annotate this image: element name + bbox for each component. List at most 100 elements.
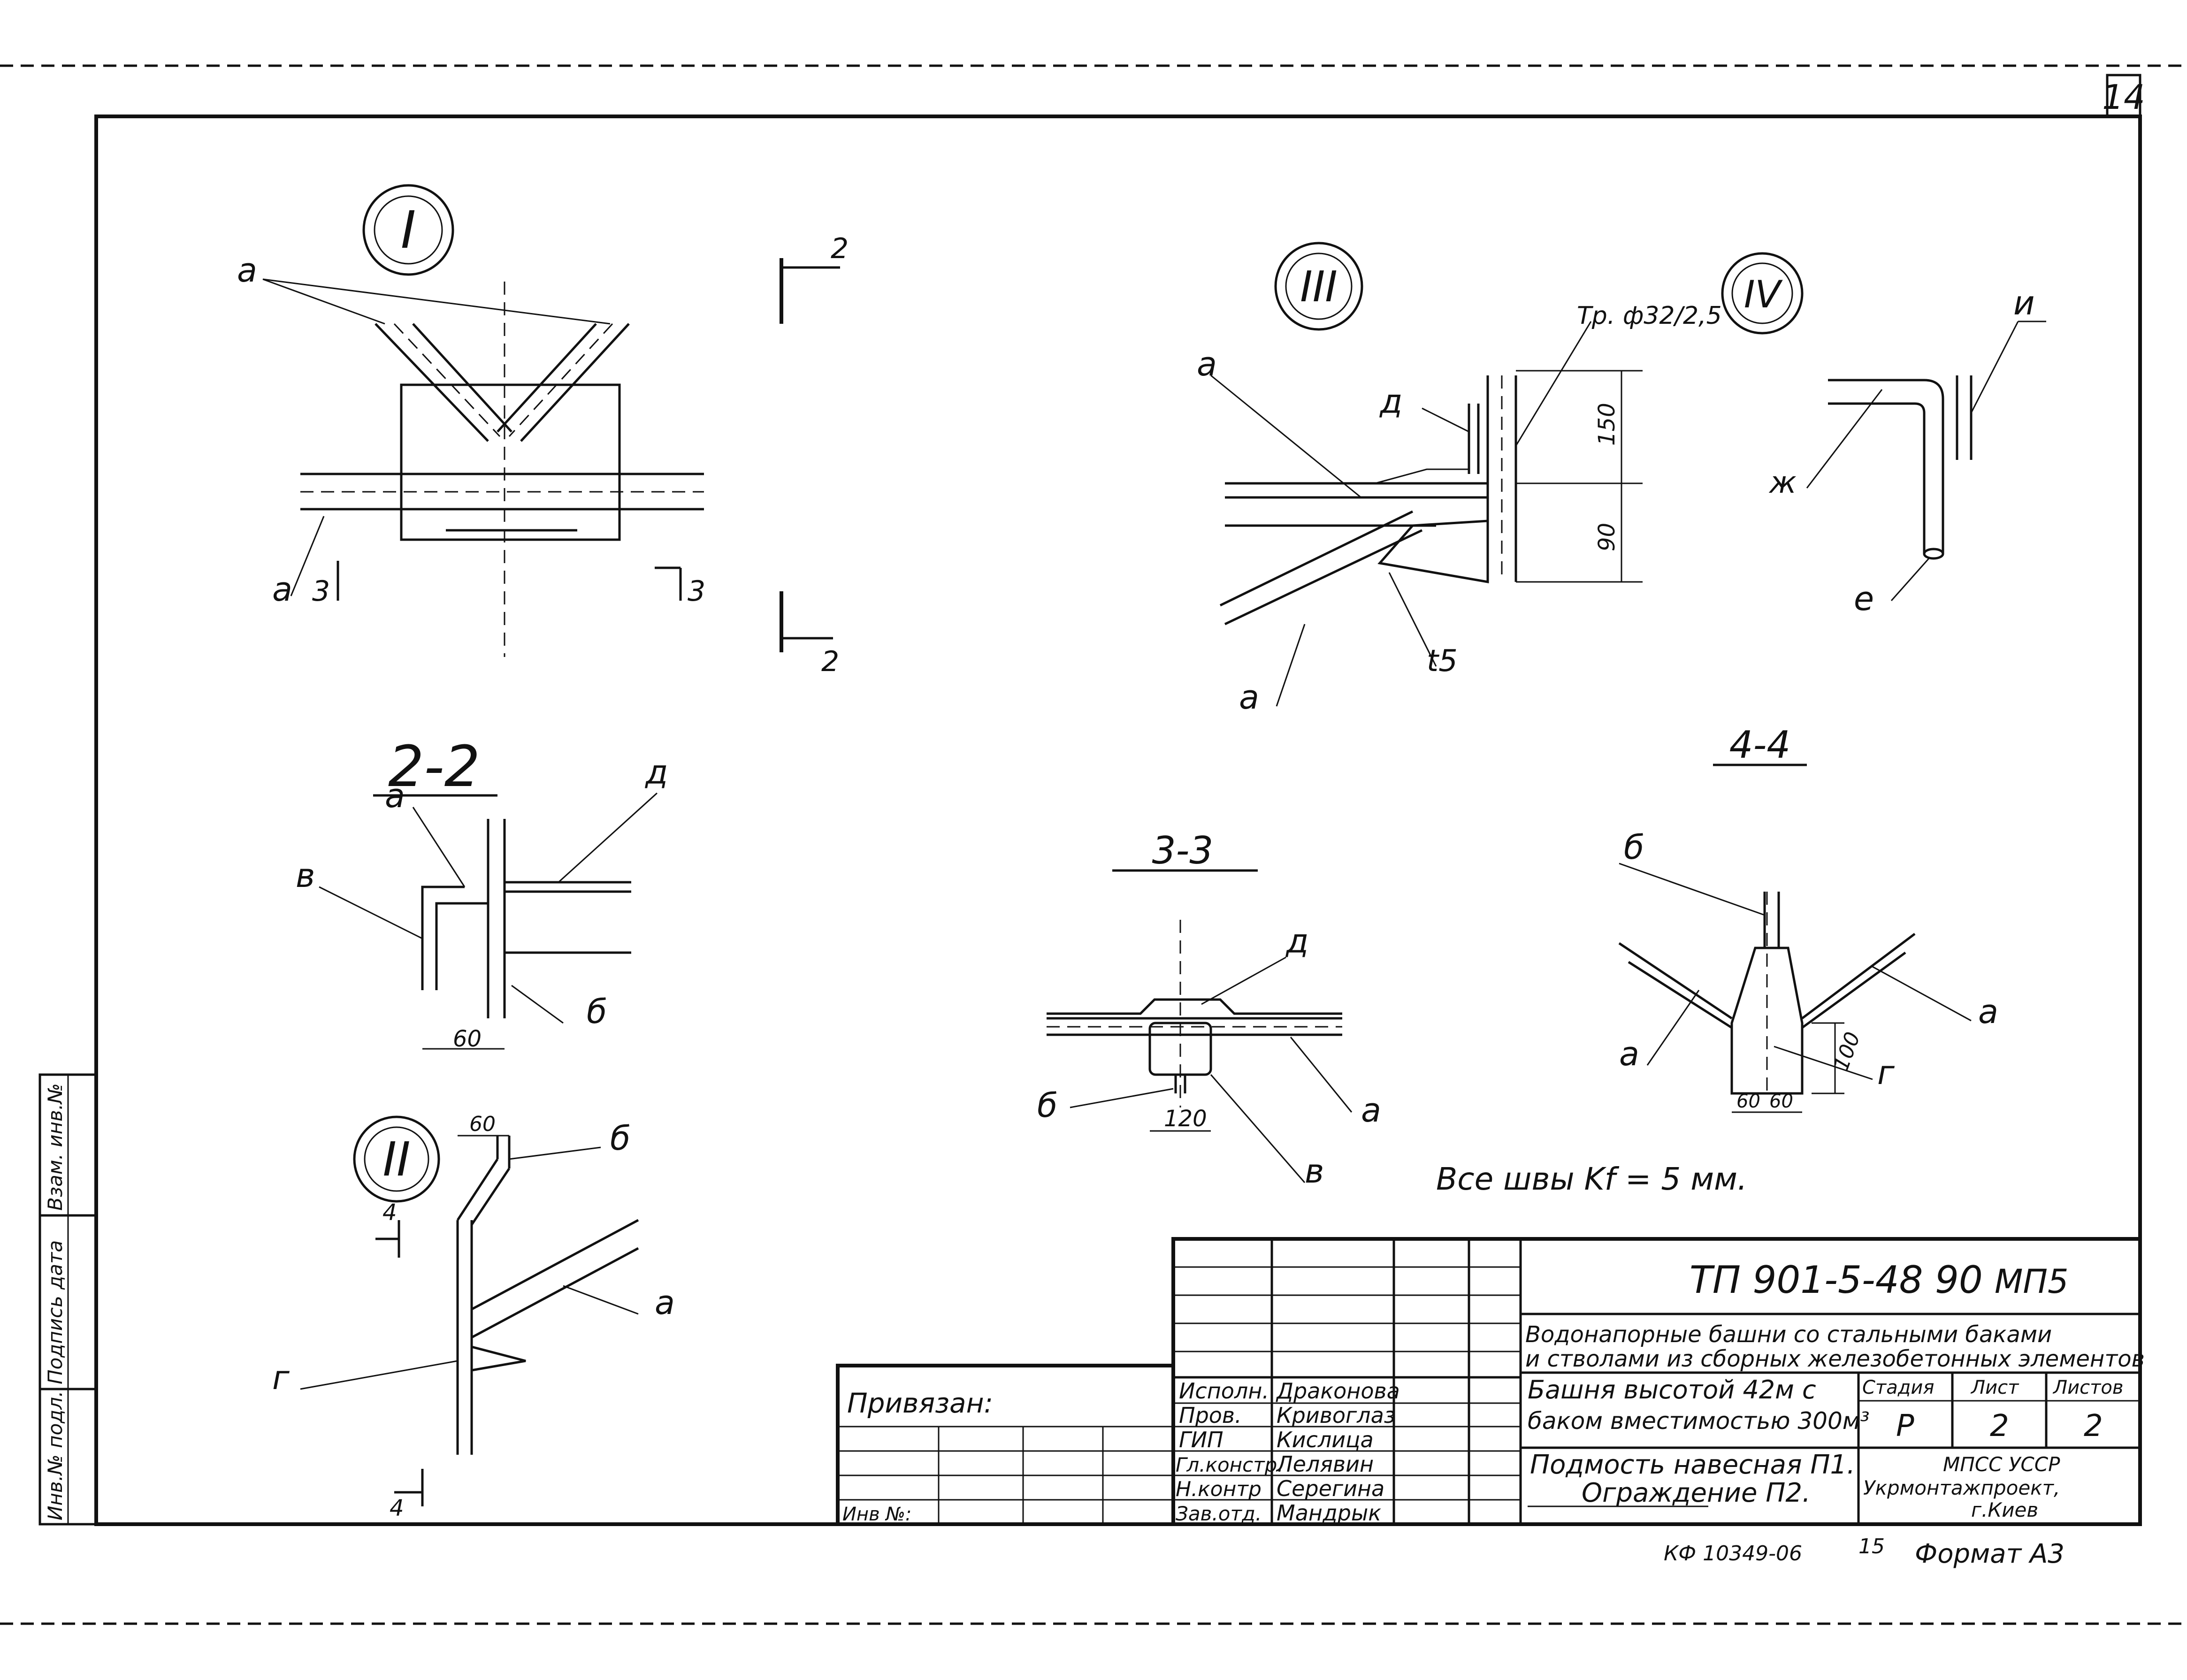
org-3: г.Киев <box>1971 1498 2038 1521</box>
bound-label: Привязан: <box>847 1387 993 1419</box>
project-name-2: и стволами из сборных железобетонных эле… <box>1525 1346 2145 1372</box>
doc-suffix: МП5 <box>1995 1262 2069 1301</box>
stage-value: Р <box>1896 1409 1914 1443</box>
stage-header: Стадия <box>1862 1377 1934 1398</box>
svg-text:б: б <box>610 1119 630 1158</box>
svg-text:Кривоглаз: Кривоглаз <box>1277 1403 1395 1428</box>
svg-text:а: а <box>272 570 292 609</box>
sheets-header: Листов <box>2052 1377 2123 1398</box>
svg-text:Серегина: Серегина <box>1277 1476 1384 1501</box>
svg-text:150: 150 <box>1594 403 1620 446</box>
org-1: МПСС УССР <box>1943 1453 2060 1476</box>
detail-III: III 150 90 а д Тр. ф32/2,5 а t5 <box>1197 242 1722 717</box>
svg-text:в: в <box>1305 1152 1324 1191</box>
svg-text:IV: IV <box>1744 273 1783 316</box>
svg-text:ГИП: ГИП <box>1179 1427 1223 1452</box>
svg-text:60: 60 <box>1769 1091 1793 1112</box>
section-2-2: 2-2 60 а д в б <box>296 734 668 1052</box>
svg-text:Мандрык: Мандрык <box>1277 1500 1381 1526</box>
detail-I-marker <box>362 184 454 276</box>
svg-text:а: а <box>655 1283 675 1322</box>
svg-text:60: 60 <box>453 1026 482 1052</box>
svg-text:60: 60 <box>1736 1091 1760 1112</box>
svg-text:Взам. инв.№: Взам. инв.№ <box>44 1083 67 1211</box>
svg-text:г: г <box>272 1359 290 1397</box>
section-4-4-title: 4-4 <box>1729 723 1791 767</box>
svg-text:в: в <box>296 856 315 895</box>
sheet-title-1: Подмость навесная П1. <box>1530 1450 1855 1480</box>
svg-text:а: а <box>1197 345 1217 383</box>
object-1: Башня высотой 42м с <box>1528 1375 1816 1405</box>
footer-number: 15 <box>1858 1535 1885 1558</box>
svg-text:4: 4 <box>382 1199 397 1226</box>
svg-text:120: 120 <box>1164 1106 1207 1132</box>
sheet-number: 14 <box>2102 77 2145 117</box>
svg-text:III: III <box>1300 262 1338 312</box>
svg-text:3: 3 <box>688 575 705 608</box>
detail-IV-marker <box>1721 252 1804 335</box>
svg-text:Исполн.: Исполн. <box>1179 1378 1269 1404</box>
detail-II: II 60 4 4 б а г <box>272 1112 675 1521</box>
section-3-3: 3-3 120 д а б в <box>1037 829 1381 1191</box>
svg-text:б: б <box>1037 1086 1057 1125</box>
section-4-4: 4-4 60 60 100 б а а г <box>1618 723 1998 1113</box>
svg-text:2: 2 <box>831 232 849 265</box>
svg-text:I: I <box>401 200 416 260</box>
svg-text:а: а <box>1239 678 1259 717</box>
section-2-2-title: 2-2 <box>388 734 480 800</box>
svg-text:Гл.констр.: Гл.констр. <box>1176 1453 1284 1476</box>
svg-text:и: и <box>2013 284 2035 322</box>
project-name-1: Водонапорные башни со стальными баками <box>1525 1321 2052 1348</box>
svg-text:Тр. ф32/2,5: Тр. ф32/2,5 <box>1577 302 1722 330</box>
sheet-number-box <box>2106 74 2141 118</box>
svg-text:а: а <box>385 777 405 815</box>
doc-code: ТП 901-5-48 90 <box>1690 1258 1983 1302</box>
svg-text:Зав.отд.: Зав.отд. <box>1176 1502 1262 1525</box>
svg-text:90: 90 <box>1594 523 1620 551</box>
detail-I: I а а 3 3 <box>237 184 705 657</box>
signers-list: Исполн. Драконова Пров. Кривоглаз ГИП Ки… <box>1176 1378 1400 1526</box>
svg-text:II: II <box>383 1132 411 1187</box>
svg-text:Пров.: Пров. <box>1179 1403 1242 1428</box>
detail-II-marker <box>353 1115 440 1203</box>
svg-text:а: а <box>1619 1035 1639 1073</box>
svg-text:Драконова: Драконова <box>1276 1378 1400 1404</box>
svg-text:ж: ж <box>1768 466 1797 500</box>
weld-note: Все швы Kf = 5 мм. <box>1436 1161 1747 1197</box>
sheet-title-2: Ограждение П2. <box>1582 1478 1811 1508</box>
svg-text:е: е <box>1854 580 1874 618</box>
svg-text:д: д <box>1285 922 1308 961</box>
object-2: баком вместимостью 300м³ <box>1528 1407 1870 1435</box>
org-2: Укрмонтажпроект, <box>1863 1476 2060 1499</box>
svg-text:г: г <box>1877 1054 1895 1092</box>
svg-text:б: б <box>1624 828 1644 867</box>
svg-text:2: 2 <box>821 645 839 678</box>
svg-text:Инв.№ подл.: Инв.№ подл. <box>44 1391 67 1520</box>
format-label: Формат А3 <box>1915 1539 2065 1569</box>
svg-text:д: д <box>1379 382 1402 421</box>
svg-text:t5: t5 <box>1427 644 1458 679</box>
svg-text:д: д <box>645 753 668 792</box>
svg-text:3: 3 <box>312 575 330 608</box>
detail-III-marker <box>1274 242 1363 331</box>
svg-text:а: а <box>1361 1091 1381 1130</box>
sheets-value: 2 <box>2084 1409 2103 1443</box>
svg-text:60: 60 <box>469 1112 496 1136</box>
svg-text:Лелявин: Лелявин <box>1276 1451 1374 1477</box>
detail-IV: IV и ж е <box>1721 252 2046 618</box>
svg-text:а: а <box>237 251 257 290</box>
svg-text:Н.контр: Н.контр <box>1176 1477 1262 1501</box>
section-3-3-title: 3-3 <box>1152 829 1214 872</box>
sheet-header: Лист <box>1970 1377 2019 1398</box>
inv-label: Инв №: <box>842 1504 911 1525</box>
section-2-marks: 2 2 <box>780 232 849 678</box>
title-block: Привязан: Инв №: Исполн. Драконова Пров.… <box>836 1237 2145 1526</box>
archive-number: КФ 10349-06 <box>1664 1542 1802 1565</box>
svg-text:4: 4 <box>390 1495 404 1521</box>
svg-text:Подпись дата: Подпись дата <box>44 1240 67 1384</box>
sheet-value: 2 <box>1990 1409 2009 1443</box>
side-stamp: Инв.№ подл. Подпись дата Взам. инв.№ <box>38 1073 98 1526</box>
svg-text:б: б <box>587 993 607 1031</box>
svg-text:Кислица: Кислица <box>1277 1427 1374 1452</box>
